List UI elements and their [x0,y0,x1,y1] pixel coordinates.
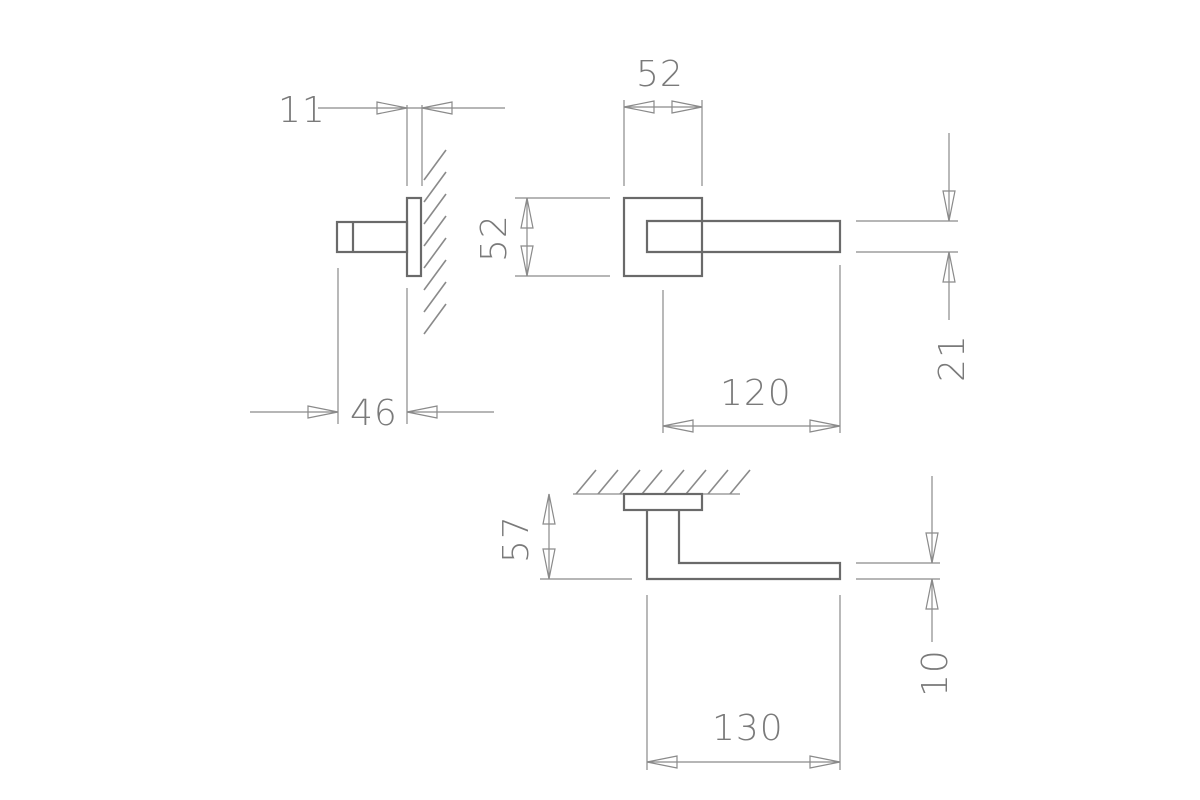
dim-21-label: 21 [932,334,973,382]
dim-52-height: 52 [474,197,610,277]
dim-11: 11 [278,90,505,186]
dim-52-height-label: 52 [474,214,515,262]
dim-57-label: 57 [496,515,537,563]
wall-hatch-top [573,469,751,495]
dim-46: 46 [250,268,494,434]
front-view: 52 52 120 21 [474,54,973,433]
top-view-part [622,492,842,581]
dim-46-label: 46 [350,393,398,434]
dim-120: 120 [662,265,841,433]
dim-130-label: 130 [712,708,784,749]
dim-11-label: 11 [278,90,326,131]
dim-120-label: 120 [720,373,792,414]
dim-10: 10 [856,476,956,697]
front-view-part [622,196,842,278]
top-view: 57 130 10 [496,469,956,770]
side-view-part [335,196,423,278]
dim-130: 130 [646,595,841,770]
side-view: 11 46 [250,90,505,434]
dim-21: 21 [856,133,973,382]
dim-52-width-label: 52 [636,54,684,95]
dim-57: 57 [496,493,632,580]
dim-10-label: 10 [915,649,956,697]
wall-hatch-side [423,149,447,335]
dim-52-width: 52 [623,54,703,186]
